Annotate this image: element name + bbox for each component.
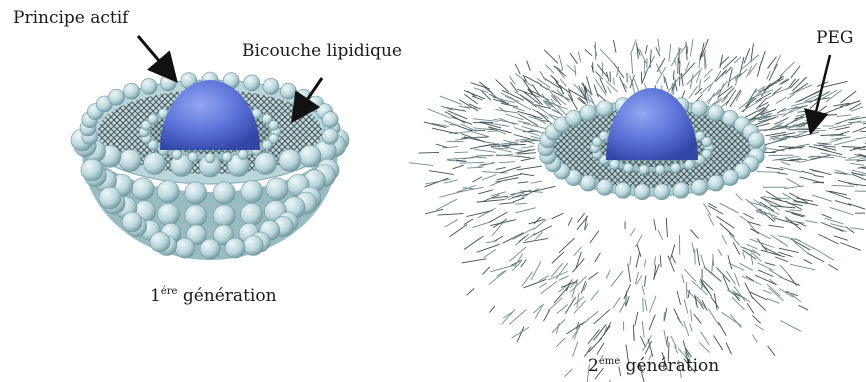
lipid-head bbox=[655, 165, 665, 175]
lipid-head bbox=[610, 160, 620, 170]
caption-first-text: génération bbox=[177, 286, 276, 306]
lipid-head bbox=[654, 184, 670, 200]
label-bicouche-lipidique: Bicouche lipidique bbox=[242, 41, 402, 61]
lipid-head bbox=[150, 232, 170, 252]
lipid-head bbox=[263, 78, 279, 94]
lipid-head bbox=[671, 163, 681, 173]
lipid-head bbox=[708, 175, 724, 191]
lipid-head bbox=[566, 110, 582, 126]
lipid-head bbox=[119, 149, 141, 171]
lipid-head bbox=[684, 160, 694, 170]
caption-first-generation: 1ére génération bbox=[150, 286, 277, 306]
lipid-head bbox=[244, 75, 260, 91]
lipid-head bbox=[99, 187, 121, 209]
lipid-head bbox=[175, 238, 195, 258]
lipid-head bbox=[722, 170, 738, 186]
lipid-head bbox=[691, 101, 707, 117]
lipid-head bbox=[160, 75, 176, 91]
lipid-head bbox=[279, 149, 301, 171]
lipid-head bbox=[639, 165, 649, 175]
lipid-head bbox=[243, 236, 263, 256]
lipid-head bbox=[81, 159, 103, 181]
lipid-head bbox=[225, 238, 245, 258]
lipid-head bbox=[262, 140, 272, 150]
liposome-second-generation bbox=[409, 39, 866, 382]
arrow-principe-actif bbox=[138, 36, 172, 76]
lipid-head bbox=[708, 105, 724, 121]
caption-first-superscript: ére bbox=[161, 286, 178, 297]
lipid-head bbox=[222, 152, 232, 162]
lipid-head bbox=[691, 179, 707, 195]
lipid-head bbox=[141, 78, 157, 94]
lipid-head bbox=[299, 145, 321, 167]
lipid-head bbox=[241, 203, 263, 225]
lipid-head bbox=[185, 205, 207, 227]
lipid-head bbox=[213, 182, 235, 204]
lipid-head bbox=[623, 163, 633, 173]
lipid-head bbox=[748, 132, 764, 148]
lipid-head bbox=[702, 137, 712, 147]
lipid-head bbox=[143, 152, 165, 174]
lipid-head bbox=[597, 179, 613, 195]
lipid-head bbox=[157, 203, 179, 225]
lipid-head bbox=[205, 153, 215, 163]
caption-second-number: 2 bbox=[588, 356, 599, 376]
lipid-head bbox=[148, 114, 158, 124]
lipid-head bbox=[266, 178, 288, 200]
lipid-head bbox=[241, 181, 263, 203]
lipid-head bbox=[280, 83, 296, 99]
lipid-head bbox=[132, 178, 154, 200]
lipid-head bbox=[238, 150, 248, 160]
caption-second-generation: 2éme génération bbox=[588, 356, 719, 376]
lipid-head bbox=[634, 184, 650, 200]
lipid-head bbox=[200, 239, 220, 259]
lipid-head bbox=[188, 152, 198, 162]
lipid-head bbox=[122, 212, 142, 232]
peg-chains bbox=[409, 39, 866, 382]
caption-second-text: génération bbox=[620, 356, 719, 376]
lipid-head bbox=[322, 112, 338, 128]
lipid-head bbox=[269, 120, 279, 130]
caption-first-number: 1 bbox=[150, 286, 161, 306]
lipid-head bbox=[213, 205, 235, 227]
lipid-head bbox=[124, 83, 140, 99]
lipid-head bbox=[109, 89, 125, 105]
lipid-head bbox=[599, 131, 609, 141]
lipid-head bbox=[580, 175, 596, 191]
lipid-head bbox=[255, 152, 277, 174]
lipid-head bbox=[673, 182, 689, 198]
caption-second-superscript: éme bbox=[599, 356, 620, 367]
label-peg: PEG bbox=[816, 28, 853, 48]
lipid-head bbox=[597, 101, 613, 117]
lipid-head bbox=[615, 182, 631, 198]
lipid-head bbox=[185, 182, 207, 204]
lipid-head bbox=[580, 105, 596, 121]
lipid-head bbox=[172, 150, 182, 160]
lipid-head bbox=[322, 128, 338, 144]
label-principe-actif: Principe actif bbox=[13, 8, 128, 28]
lipid-head bbox=[157, 181, 179, 203]
